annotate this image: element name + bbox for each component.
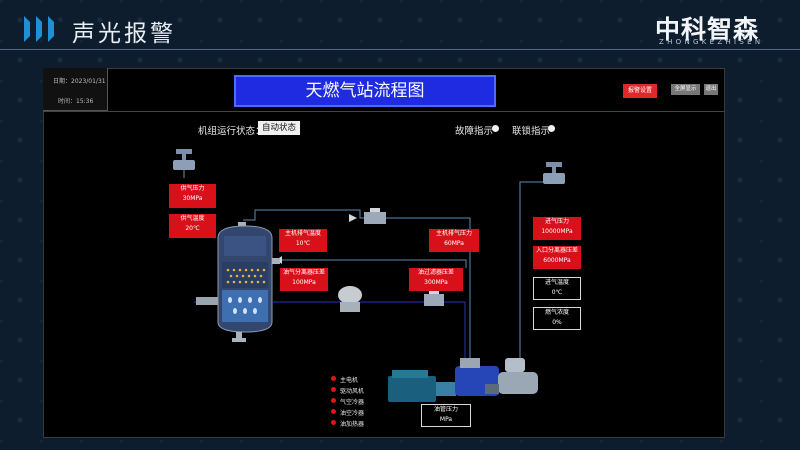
exhaust-temp-box: 主机排气温度 10℃ [279, 229, 327, 252]
legend-item: 气空冷器 [340, 399, 365, 406]
status-light-icon [331, 387, 336, 392]
exhaust-pressure-value: 60MPa [444, 240, 464, 247]
gas-concentration-box: 燃气浓度 0% [533, 307, 581, 330]
legend-item: 主电机 [340, 377, 359, 384]
supply-temp-box: 供气温度 20℃ [169, 214, 216, 238]
inlet-pressure-value: 10000MPa [541, 228, 573, 235]
supply-temp-value: 20℃ [185, 225, 200, 232]
exhaust-temp-value: 10℃ [295, 240, 311, 247]
oil-pipe-pressure-value: MPa [439, 416, 453, 423]
main-panel [43, 68, 725, 438]
separator-tank-icon [196, 222, 280, 342]
exhaust-pressure-box: 主机排气压力 60MPa [429, 229, 479, 252]
legend-item: 油空冷器 [340, 410, 365, 417]
oil-filter-dp-label: 油过滤器压差 [417, 269, 454, 276]
oil-pipe-pressure-box: 油管压力 MPa [421, 404, 471, 427]
fault-indicator-label: 故障指示 [455, 126, 494, 137]
gas-concentration-label: 燃气浓度 [544, 309, 569, 316]
date-text: 日期：2023/01/31 [53, 78, 106, 85]
oil-pipe-pressure-label: 油管压力 [433, 406, 458, 413]
brand-logo-sub: ZHONGKEZHISEN [659, 38, 764, 46]
supply-pressure-value: 30MPa [182, 195, 203, 202]
page-title: 声光报警 [72, 21, 176, 47]
inlet-separator-dp-box: 入口分离器压差 6000MPa [533, 246, 581, 269]
status-light-icon [331, 398, 336, 403]
inlet-temp-box: 进气温度 0℃ [533, 277, 581, 300]
inlet-temp-value: 0℃ [551, 289, 563, 296]
valve-icon [543, 162, 565, 184]
status-light-icon [331, 420, 336, 425]
status-light-icon [331, 376, 336, 381]
flow-title: 天燃气站流程图 [234, 75, 496, 107]
valve-icon [364, 208, 386, 224]
compressor-unit-icon [388, 358, 538, 402]
inlet-separator-dp-value: 6000MPa [543, 257, 571, 264]
inlet-pressure-label: 进气压力 [544, 218, 569, 225]
datetime-box: 日期：2023/01/31 时间：15:36 [43, 68, 108, 111]
oil-filter-dp-value: 300MPa [424, 279, 448, 286]
gas-concentration-value: 0% [552, 319, 562, 326]
supply-temp-label: 供气温度 [180, 215, 205, 222]
fullscreen-button[interactable]: 全屏显示 [671, 84, 700, 95]
supply-pressure-label: 供气压力 [180, 185, 205, 192]
run-status-label: 机组运行状态： [198, 126, 265, 137]
run-status-value: 自动状态 [258, 121, 300, 135]
exhaust-pressure-label: 主机排气压力 [435, 230, 472, 237]
interlock-indicator-label: 联锁指示 [512, 126, 551, 137]
inlet-separator-dp-label: 入口分离器压差 [535, 247, 578, 254]
topbar-divider [43, 111, 725, 112]
separator-dp-label: 油气分离器压差 [282, 269, 325, 276]
legend-item: 驱动风机 [340, 388, 365, 395]
exit-button[interactable]: 退出 [704, 84, 718, 95]
regulator-icon [338, 286, 362, 312]
exhaust-temp-label: 主机排气温度 [284, 230, 321, 237]
alarm-settings-button[interactable]: 报警设置 [623, 84, 657, 98]
brand-logo: 中科智森 [655, 15, 760, 44]
oil-filter-dp-box: 油过滤器压差 300MPa [409, 268, 463, 291]
time-text: 时间：15:36 [58, 98, 94, 105]
valve-icon [424, 290, 444, 306]
separator-dp-box: 油气分离器压差 100MPa [280, 268, 328, 291]
interlock-indicator-light [548, 125, 555, 132]
legend-item: 油加热器 [340, 421, 365, 428]
status-light-icon [331, 409, 336, 414]
fault-indicator-light [492, 125, 499, 132]
valve-icon [173, 149, 195, 170]
supply-pressure-box: 供气压力 30MPa [169, 184, 216, 208]
separator-dp-value: 100MPa [292, 279, 316, 286]
inlet-temp-label: 进气温度 [544, 279, 569, 286]
header-divider [0, 49, 800, 50]
inlet-pressure-box: 进气压力 10000MPa [533, 217, 581, 240]
